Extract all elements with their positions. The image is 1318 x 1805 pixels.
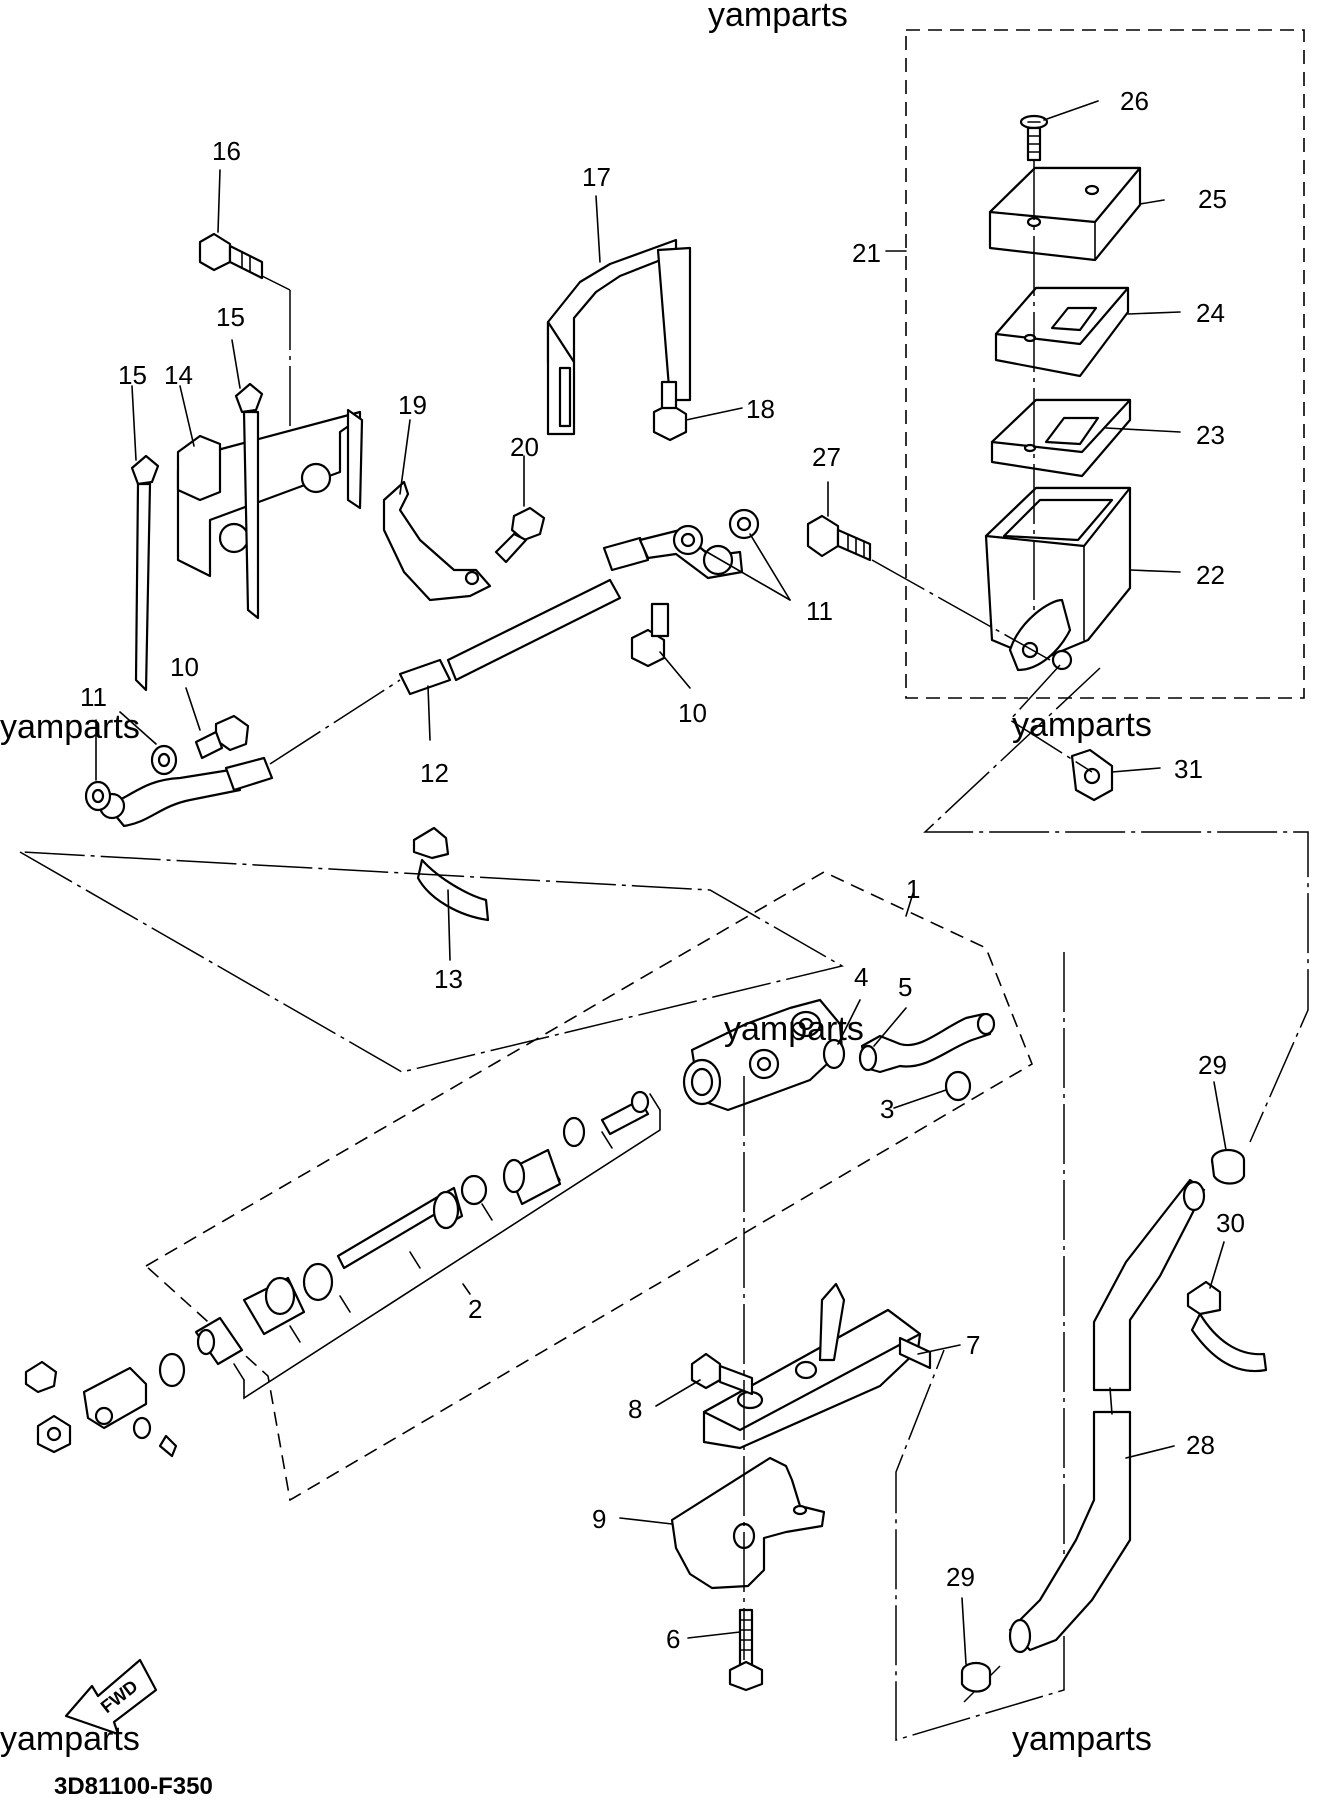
callout-10b: 10 — [678, 698, 707, 728]
reservoir-cap-25 — [988, 166, 1142, 262]
callout-5: 5 — [898, 972, 912, 1002]
callout-9: 9 — [592, 1504, 606, 1534]
callout-12: 12 — [420, 758, 449, 788]
reservoir-body-22 — [984, 486, 1132, 672]
cover-9 — [670, 1456, 826, 1590]
leader-lines — [95, 100, 1227, 1665]
watermark-center: yamparts — [724, 1010, 864, 1048]
watermark-right: yamparts — [1012, 706, 1152, 744]
bolt-27 — [806, 514, 872, 562]
callout-19: 19 — [398, 390, 427, 420]
callout-26: 26 — [1120, 86, 1149, 116]
callout-6: 6 — [666, 1624, 680, 1654]
circlip-3 — [944, 1070, 972, 1102]
bracket-14 — [176, 408, 364, 578]
callout-16: 16 — [212, 136, 241, 166]
bolt-20 — [494, 506, 546, 564]
callout-15b: 15 — [216, 302, 245, 332]
clevis-assembly — [24, 1352, 186, 1458]
callout-4: 4 — [854, 962, 868, 992]
reservoir-assembly-box — [905, 29, 1305, 699]
bolt-8 — [690, 1352, 754, 1396]
callout-22: 22 — [1196, 560, 1225, 590]
callout-3: 3 — [880, 1094, 894, 1124]
callout-30: 30 — [1216, 1208, 1245, 1238]
callout-29a: 29 — [1198, 1050, 1227, 1080]
callout-15a: 15 — [118, 360, 147, 390]
callout-28: 28 — [1186, 1430, 1215, 1460]
watermark-bottom-right: yamparts — [1012, 1720, 1152, 1758]
clip-31 — [1070, 748, 1114, 802]
reservoir-hose-28 — [1008, 1178, 1206, 1654]
bolt-18 — [652, 380, 688, 442]
watermark-bottom-left: yamparts — [0, 1720, 140, 1758]
fwd-arrow-icon: FWD — [64, 1658, 158, 1736]
cable-tie-15a — [130, 454, 160, 692]
washer-11c — [672, 524, 704, 556]
callout-24: 24 — [1196, 298, 1225, 328]
callout-29b: 29 — [946, 1562, 975, 1592]
callout-23: 23 — [1196, 420, 1225, 450]
hose-holder-30 — [1186, 1280, 1268, 1373]
callout-14: 14 — [164, 360, 193, 390]
callout-1: 1 — [906, 874, 920, 904]
callout-11b: 11 — [806, 596, 833, 626]
diaphragm-23 — [990, 398, 1132, 478]
union-bolt-10a — [194, 714, 250, 760]
bolt-16 — [198, 232, 264, 280]
bolt-6 — [728, 1608, 764, 1692]
callout-2: 2 — [468, 1294, 482, 1324]
union-bolt-10b — [630, 602, 670, 668]
washer-11a — [84, 780, 112, 812]
callout-21: 21 — [852, 238, 881, 268]
callout-18: 18 — [746, 394, 775, 424]
hose-clamp-29a — [1210, 1148, 1246, 1185]
callout-10a: 10 — [170, 652, 199, 682]
callout-27: 27 — [812, 442, 841, 472]
callout-25: 25 — [1198, 184, 1227, 214]
hose-joint-5 — [858, 1012, 996, 1074]
washer-11b — [150, 744, 178, 776]
diagram-code: 3D81100-F350 — [54, 1773, 213, 1800]
callout-11a: 11 — [80, 682, 107, 712]
callout-31: 31 — [1174, 754, 1203, 784]
cable-tie-15b — [234, 382, 264, 620]
master-cylinder-kit-box — [144, 871, 1033, 1502]
piston-kit-2 — [194, 1090, 650, 1366]
diaphragm-plate-24 — [994, 286, 1130, 378]
callout-20: 20 — [510, 432, 539, 462]
guide-bracket-17 — [546, 238, 692, 436]
hose-holder-19 — [382, 480, 492, 602]
watermark-left: yamparts — [0, 708, 140, 746]
callout-13: 13 — [434, 964, 463, 994]
callout-7: 7 — [966, 1330, 980, 1360]
o-ring-4 — [822, 1038, 846, 1070]
callout-8: 8 — [628, 1394, 642, 1424]
callout-17: 17 — [582, 162, 611, 192]
hose-clamp-29b — [960, 1661, 992, 1693]
watermark-top: yamparts — [708, 0, 848, 34]
washer-11d — [728, 508, 760, 540]
screw-26 — [1019, 114, 1049, 162]
master-cylinder-bracket-7 — [702, 1282, 932, 1450]
